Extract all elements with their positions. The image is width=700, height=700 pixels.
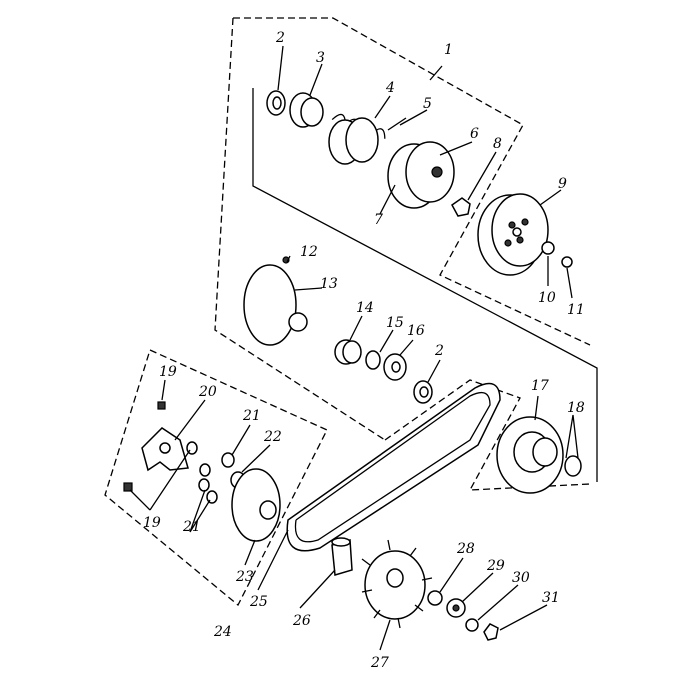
part-19-slider	[123, 401, 166, 492]
label-2b: 2	[434, 343, 444, 359]
group-24-outline	[104, 349, 328, 607]
label-10: 10	[538, 290, 556, 306]
part-17-driven-pulley	[496, 416, 564, 494]
part-16-bearing	[383, 353, 407, 381]
label-21b: 21	[182, 519, 201, 535]
label-3: 3	[316, 50, 325, 66]
part-9-drum	[477, 193, 549, 276]
label-28: 28	[456, 541, 475, 557]
part-18-collar	[564, 455, 582, 477]
part-4-spring	[328, 113, 386, 165]
label-31: 31	[542, 590, 560, 606]
part-31-nut	[483, 623, 499, 641]
part-14-bearing	[334, 339, 362, 365]
label-26: 26	[292, 613, 311, 629]
group-1-solid-leader	[252, 88, 598, 482]
part-labels: 1 2 3 4 5 6 7 8 9 10 11 12 13 14 15 16 2…	[143, 30, 585, 671]
label-19: 19	[159, 364, 177, 380]
label-14: 14	[356, 300, 374, 316]
part-13-face	[243, 256, 308, 346]
label-30: 30	[512, 570, 530, 586]
label-13: 13	[320, 276, 338, 292]
label-9: 9	[558, 176, 567, 192]
part-8-nut	[451, 197, 471, 217]
label-24: 24	[213, 624, 232, 640]
label-22: 22	[263, 429, 282, 445]
part-3-bushing	[289, 92, 324, 128]
group-1-outline	[233, 17, 591, 346]
part-30-washer	[465, 618, 479, 632]
label-7: 7	[374, 212, 383, 228]
label-29: 29	[486, 558, 505, 574]
label-27: 27	[370, 655, 389, 671]
label-25: 25	[249, 594, 268, 610]
label-11: 11	[567, 302, 585, 318]
label-2: 2	[275, 30, 285, 46]
part-10-nut	[541, 241, 555, 255]
group-17-outline	[384, 379, 591, 491]
part-2-seal-lower	[413, 380, 433, 404]
leader-lines	[129, 45, 579, 651]
label-19b: 19	[143, 515, 161, 531]
label-1: 1	[444, 42, 453, 58]
part-25-belt	[286, 382, 501, 552]
label-16: 16	[407, 323, 425, 339]
label-5: 5	[423, 96, 432, 112]
part-27-fan	[361, 539, 433, 629]
part-23-movable-drive-face	[231, 468, 281, 542]
label-4: 4	[385, 80, 395, 96]
part-6-clutch	[387, 141, 455, 209]
part-11-washer	[561, 256, 573, 268]
label-15: 15	[386, 315, 404, 331]
part-15-clip	[365, 350, 381, 370]
part-26-collar	[331, 537, 353, 576]
label-23: 23	[235, 569, 254, 585]
label-8: 8	[493, 136, 502, 152]
label-21: 21	[242, 408, 261, 424]
group-1-left-outline	[214, 17, 386, 441]
part-5-pin	[387, 117, 407, 131]
label-6: 6	[470, 126, 479, 142]
part-28-washer	[427, 590, 443, 606]
part-29-gear	[446, 598, 466, 618]
label-12: 12	[300, 244, 318, 260]
label-20: 20	[198, 384, 217, 400]
label-18: 18	[567, 400, 585, 416]
part-2-seal	[266, 90, 286, 116]
label-17: 17	[531, 378, 549, 394]
